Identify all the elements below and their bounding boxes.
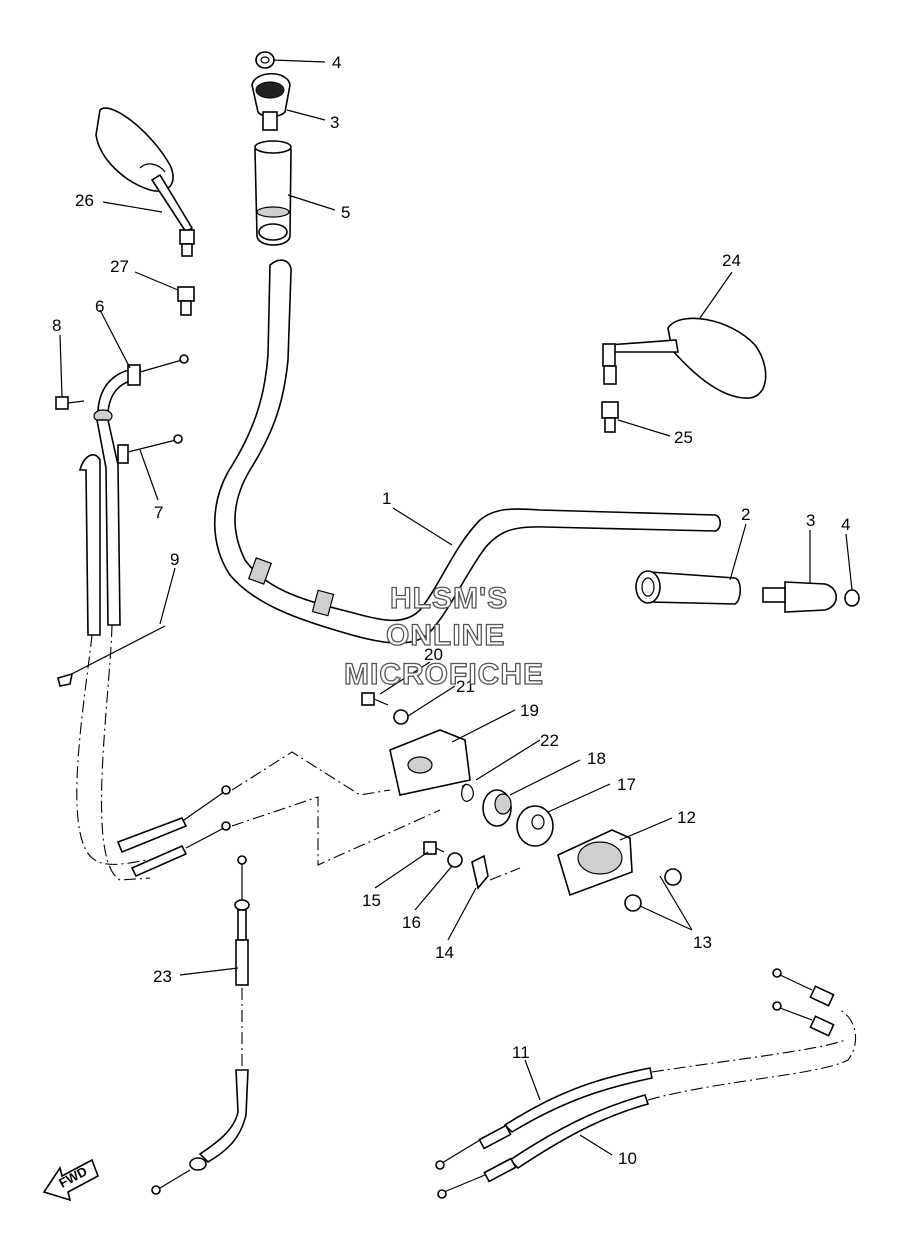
label-part-17: 17	[617, 775, 636, 794]
cables-10-11	[435, 968, 857, 1199]
label-part-8: 8	[52, 316, 61, 335]
label-part-4: 4	[332, 53, 341, 72]
label-part-1: 1	[382, 489, 391, 508]
watermark-line1: HLSM'S	[390, 582, 508, 615]
label-part-7: 7	[154, 503, 163, 522]
label-part-10: 10	[618, 1149, 637, 1168]
label-part-11: 11	[512, 1043, 530, 1062]
label-part-12: 12	[677, 808, 696, 827]
left-grip	[254, 140, 292, 246]
label-part-18: 18	[587, 749, 606, 768]
watermark-line2: ONLINE	[386, 619, 505, 652]
label-part-14: 14	[435, 943, 454, 962]
handlebar	[213, 259, 722, 644]
label-part-19: 19	[520, 701, 539, 720]
watermark: HLSM'S ONLINE MICROFICHE	[343, 581, 544, 691]
pulley-17	[516, 805, 554, 847]
bar-end-weight-top	[251, 72, 291, 131]
pulley-18	[482, 789, 512, 827]
cable-23	[151, 855, 250, 1195]
label-part-4-right: 4	[841, 515, 850, 534]
right-grip	[635, 570, 742, 605]
nuts-13	[624, 868, 682, 912]
bolt-20	[361, 692, 389, 706]
label-part-2: 2	[741, 505, 750, 524]
bar-end-weight-right	[762, 581, 838, 613]
label-part-23: 23	[153, 967, 172, 986]
label-part-16: 16	[402, 913, 421, 932]
washer-21	[393, 709, 409, 725]
label-part-5: 5	[341, 203, 350, 222]
cable-ends-mid	[116, 785, 231, 878]
label-part-22: 22	[540, 731, 559, 750]
label-part-13: 13	[693, 933, 712, 952]
label-part-20: 20	[424, 645, 443, 664]
end-nut-right	[844, 589, 860, 607]
mirror-adapter-left	[177, 286, 195, 316]
throttle-housing-lower	[557, 829, 633, 897]
washer-16	[447, 852, 463, 868]
right-mirror	[602, 317, 767, 399]
label-part-15: 15	[362, 891, 381, 910]
plate-14	[471, 854, 489, 890]
fwd-arrow: FWD	[42, 1158, 99, 1202]
leader-lines	[59, 59, 853, 1156]
mirror-adapter-right	[601, 401, 619, 433]
label-part-21: 21	[456, 677, 475, 696]
screw-8	[55, 396, 85, 410]
label-part-9: 9	[170, 550, 179, 569]
end-nut-top	[255, 51, 275, 69]
left-mirror	[95, 107, 195, 257]
label-part-26: 26	[75, 191, 94, 210]
throttle-housing-upper	[389, 729, 471, 796]
label-part-3: 3	[330, 113, 339, 132]
throttle-cable-assembly	[57, 354, 189, 687]
label-part-27: 27	[110, 257, 129, 276]
label-part-6: 6	[95, 297, 104, 316]
screw-15	[423, 841, 445, 855]
spring-22	[461, 783, 474, 802]
label-part-3-right: 3	[806, 511, 815, 530]
label-part-24: 24	[722, 251, 741, 270]
label-part-25: 25	[674, 428, 693, 447]
watermark-line3: MICROFICHE	[344, 658, 544, 691]
